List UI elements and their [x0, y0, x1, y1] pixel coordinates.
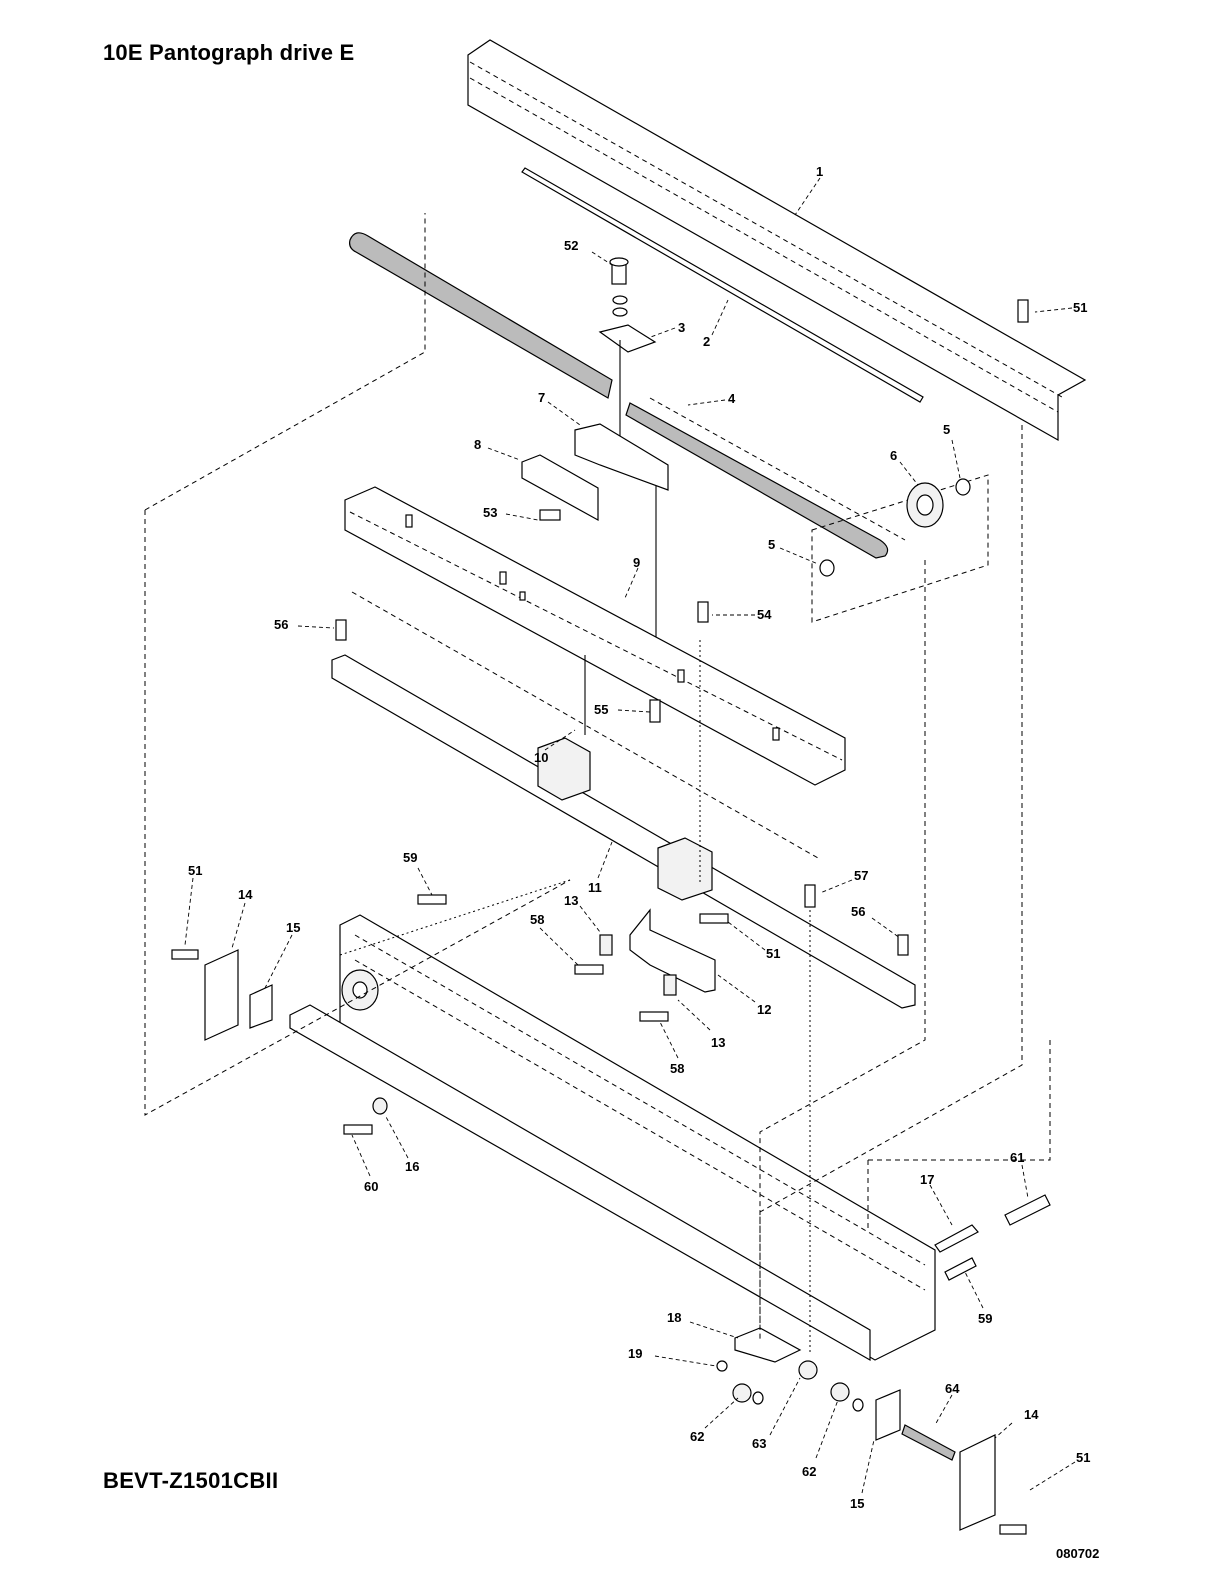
callout-label: 2	[703, 334, 710, 349]
callout-label: 5	[943, 422, 950, 437]
callout-label: 59	[978, 1311, 992, 1326]
callout-label: 55	[594, 702, 608, 717]
part-shaft-right	[935, 1195, 1050, 1280]
callout-label: 13	[564, 893, 578, 908]
callout-label: 58	[670, 1061, 684, 1076]
part-rail-4	[650, 398, 905, 540]
callout-label: 9	[633, 555, 640, 570]
part-cover-top	[468, 40, 1085, 440]
part-slider-bracket	[522, 424, 668, 520]
part-end-plate-left	[205, 950, 272, 1040]
callout-label: 57	[854, 868, 868, 883]
part-sensor-plate	[600, 910, 715, 995]
callout-label: 14	[238, 887, 253, 902]
callout-label: 15	[286, 920, 300, 935]
callout-label: 5	[768, 537, 775, 552]
callout-label: 51	[188, 863, 202, 878]
callout-label: 51	[1076, 1450, 1090, 1465]
part-end-plate-right	[876, 1390, 995, 1530]
callout-label: 1	[816, 164, 823, 179]
callout-label: 52	[564, 238, 578, 253]
callout-label: 56	[274, 617, 288, 632]
callout-label: 15	[850, 1496, 864, 1511]
callout-label: 4	[728, 391, 736, 406]
callout-label: 7	[538, 390, 545, 405]
callout-label: 51	[766, 946, 780, 961]
callout-label: 64	[945, 1381, 960, 1396]
callout-label: 58	[530, 912, 544, 927]
callout-label: 19	[628, 1346, 642, 1361]
callout-label: 10	[534, 750, 548, 765]
callout-label: 62	[802, 1464, 816, 1479]
part-pulley-panel	[812, 475, 988, 622]
screws	[172, 300, 1028, 1534]
callout-label: 53	[483, 505, 497, 520]
callout-label: 16	[405, 1159, 419, 1174]
callout-label: 60	[364, 1179, 378, 1194]
callout-label: 51	[1073, 300, 1087, 315]
callout-label: 63	[752, 1436, 766, 1451]
callout-label: 13	[711, 1035, 725, 1050]
callout-label: 61	[1010, 1150, 1024, 1165]
callout-label: 14	[1024, 1407, 1039, 1422]
part-lower-frame	[290, 915, 935, 1360]
callout-label: 8	[474, 437, 481, 452]
callout-label: 56	[851, 904, 865, 919]
callout-label: 62	[690, 1429, 704, 1444]
callout-label: 17	[920, 1172, 934, 1187]
callout-label: 59	[403, 850, 417, 865]
part-carriage-channel	[345, 487, 845, 785]
callout-label: 6	[890, 448, 897, 463]
callout-label: 3	[678, 320, 685, 335]
callout-label: 11	[588, 880, 602, 895]
callout-label: 54	[757, 607, 772, 622]
callout-label: 12	[757, 1002, 771, 1017]
callout-label: 18	[667, 1310, 681, 1325]
